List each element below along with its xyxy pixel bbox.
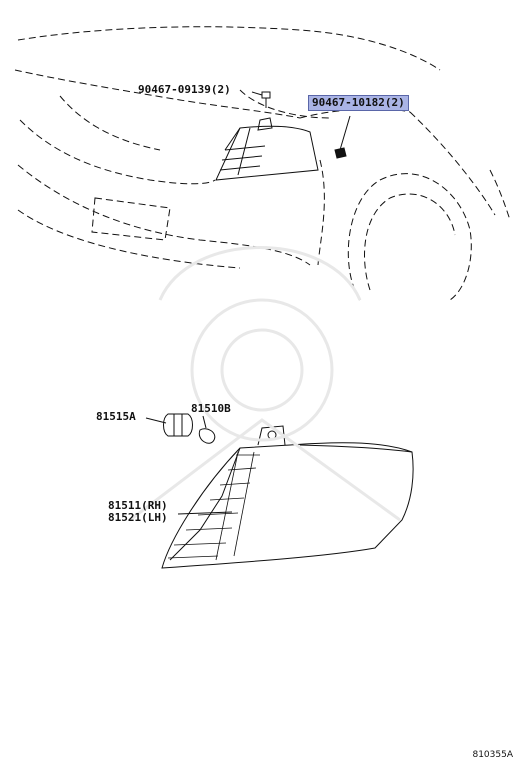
side-marker-lamp <box>161 425 414 569</box>
callout-lamp-lh: 81521(LH) <box>108 511 168 524</box>
callout-lamp: 81511(RH) 81521(LH) <box>108 500 168 524</box>
leader-lines <box>145 91 351 515</box>
socket-icon <box>163 413 193 437</box>
callout-lamp-rh: 81511(RH) <box>108 499 168 512</box>
callout-bulb: 81510B <box>191 402 231 415</box>
bulb-icon <box>198 428 216 444</box>
clip-icon <box>334 147 347 159</box>
car-body-outline <box>14 26 511 301</box>
headlamp-on-car <box>215 125 319 181</box>
diagram-code: 810355A <box>472 750 513 760</box>
callout-bolt: 90467-09139(2) <box>138 83 231 96</box>
callout-clip[interactable]: 90467-10182(2) <box>308 95 409 111</box>
callout-socket: 81515A <box>96 410 136 423</box>
watermark <box>129 246 401 522</box>
